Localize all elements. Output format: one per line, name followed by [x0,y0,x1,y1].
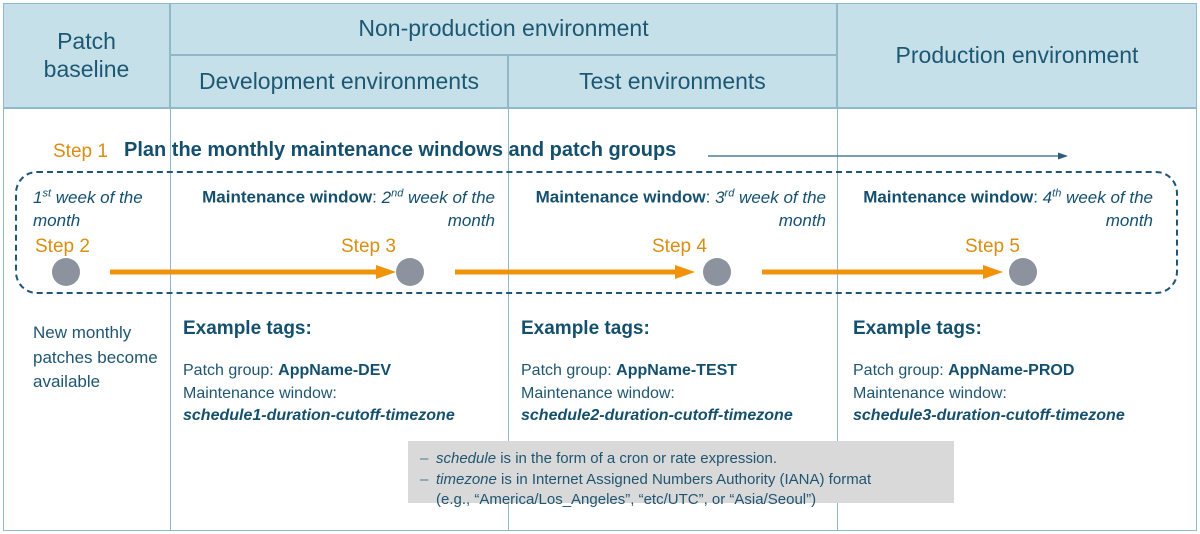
maintenance-window-2: Maintenance window: 3rd week of the mont… [535,187,826,230]
patch-group-value: AppName-PROD [948,362,1075,379]
example-tags-dev-mw-value: schedule1-duration-cutoff-timezone [183,407,455,425]
maintenance-window-1-value: 2nd week of the month [381,187,495,230]
header-patch-baseline-line2: baseline [43,55,130,82]
step5-label: Step 5 [965,236,1020,257]
example-tags-dev: Example tags: Patch group: AppName-DEV M… [183,318,498,428]
maintenance-window-2-value: 3rd week of the month [715,187,826,230]
header-test-environments: Test environments [508,55,837,108]
orange-arrow-icon-3 [762,265,1003,279]
column-divider-3 [837,108,838,531]
step3-label: Step 3 [341,236,396,257]
orange-arrow-icon-2 [455,265,695,279]
maintenance-window-1: Maintenance window: 2nd week of the mont… [202,187,495,230]
column-divider-1 [170,108,171,531]
header-production-environment: Production environment [837,3,1197,108]
example-tags-prod: Example tags: Patch group: AppName-PROD … [853,318,1183,428]
maintenance-window-0-value: 1st week of the month [33,187,143,230]
ordinal-suffix: rd [724,187,735,199]
header-non-production: Non-production environment [170,3,837,55]
footnote-bullet-icon: – [420,450,429,467]
footnote-line-3: (e.g., “America/Los_Angeles”, “etc/UTC”,… [436,491,817,509]
step2-node [52,258,80,286]
header-band: Patch baseline Non-production environmen… [3,3,1197,108]
header-development-environments: Development environments [170,55,508,108]
step2-label: Step 2 [35,236,90,257]
footnote-box: – schedule is in the form of a cron or r… [408,441,954,508]
maintenance-window-3-value: 4th week of the month [1042,187,1153,230]
maintenance-window-3: Maintenance window: 4th week of the mont… [863,187,1153,230]
maintenance-window-3-label: Maintenance window [863,187,1034,207]
orange-arrow-icon-1 [110,265,396,279]
footnote-line-2: – timezone is in Internet Assigned Numbe… [420,470,942,491]
patch-group-value: AppName-TEST [616,362,738,379]
footnote-bullet-icon: – [420,470,429,488]
example-tags-prod-heading: Example tags: [853,318,982,339]
example-tags-dev-mw-label: Maintenance window: [183,384,337,402]
ordinal-suffix: st [42,187,52,199]
long-right-arrow-icon [708,152,1068,160]
step1-row: Step 1 Plan the monthly maintenance wind… [0,139,1200,167]
maintenance-window-group-box [15,171,1178,294]
example-tags-dev-patch-group: Patch group: AppName-DEV [183,362,392,379]
footnote-term-timezone: timezone [436,470,497,488]
step4-label: Step 4 [652,236,707,257]
maintenance-window-0: 1st week of the month [33,186,161,233]
ordinal-suffix: th [1052,187,1062,199]
step1-title: Plan the monthly maintenance windows and… [124,139,677,161]
example-tags-dev-heading: Example tags: [183,318,312,339]
header-patch-baseline: Patch baseline [3,3,170,108]
step4-node [703,258,731,286]
body-frame [3,108,1197,531]
example-tags-test-mw-label: Maintenance window: [521,384,675,402]
column-divider-2 [508,108,509,531]
example-tags-test: Example tags: Patch group: AppName-TEST … [521,318,831,428]
header-patch-baseline-label: Patch baseline [44,28,130,82]
example-tags-test-patch-group: Patch group: AppName-TEST [521,362,738,379]
step3-node [396,258,424,286]
example-tags-test-mw-value: schedule2-duration-cutoff-timezone [521,407,793,425]
maintenance-window-2-label: Maintenance window [535,187,706,207]
example-tags-prod-patch-group: Patch group: AppName-PROD [853,362,1075,379]
baseline-note: New monthly patches become available [33,323,158,392]
footnote-line-1: – schedule is in the form of a cron or r… [420,449,942,470]
footnote-term-schedule: schedule [436,450,497,467]
maintenance-window-1-label: Maintenance window [202,187,373,207]
example-tags-test-heading: Example tags: [521,318,650,339]
header-patch-baseline-line1: Patch [57,28,116,55]
example-tags-prod-mw-value: schedule3-duration-cutoff-timezone [853,407,1125,425]
step5-node [1009,258,1037,286]
patch-group-value: AppName-DEV [278,362,392,379]
ordinal-suffix: nd [391,187,404,199]
example-tags-prod-mw-label: Maintenance window: [853,384,1007,402]
step1-label: Step 1 [53,141,108,162]
